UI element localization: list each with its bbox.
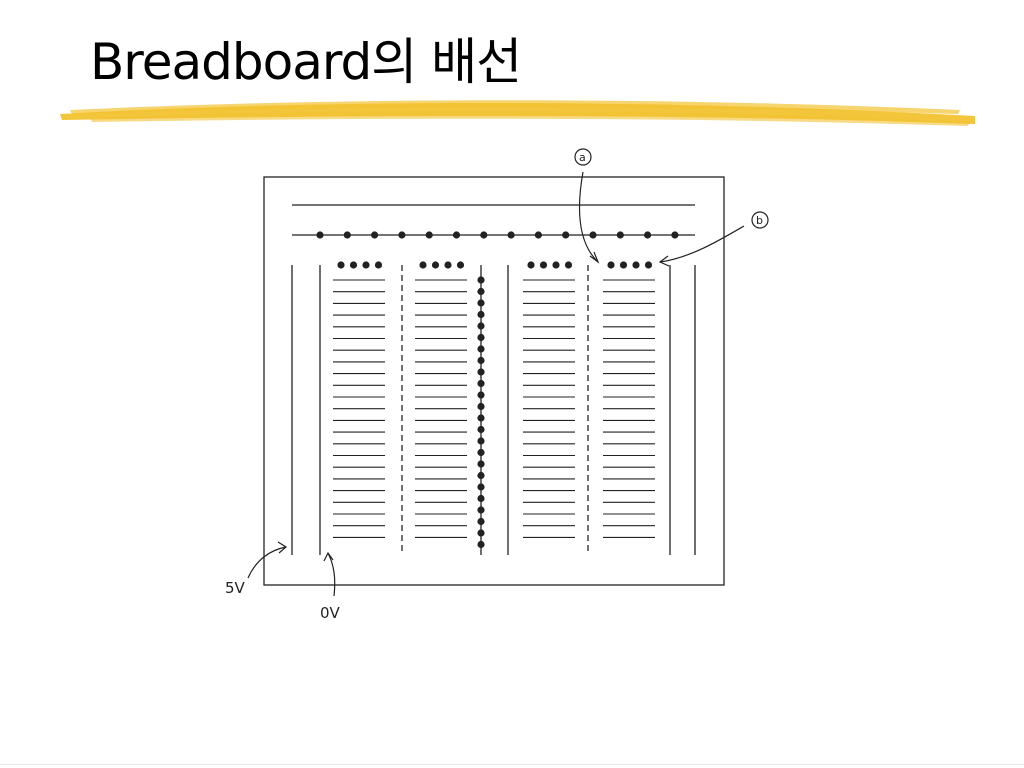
footer-divider <box>0 764 1024 765</box>
column-hole <box>477 276 485 284</box>
column-hole <box>477 322 485 330</box>
column-hole <box>477 299 485 307</box>
label-b: b <box>756 214 763 227</box>
arrow-5v-head <box>277 541 288 554</box>
rail-hole <box>589 231 597 239</box>
rail-hole <box>562 231 570 239</box>
arrow-0v <box>327 552 336 597</box>
rail-hole <box>644 231 652 239</box>
strip-hole <box>564 261 573 269</box>
column-hole <box>477 494 485 503</box>
rail-hole <box>425 231 433 239</box>
rail-hole <box>671 231 679 239</box>
column-hole <box>477 310 485 319</box>
label-a: a <box>579 151 586 164</box>
strip-hole <box>552 261 560 269</box>
arrow-0v-head <box>323 551 334 562</box>
arrow-a-head <box>589 251 600 264</box>
arrow-b-head <box>658 255 670 267</box>
arrow-5v <box>247 546 287 579</box>
column-hole <box>477 368 485 376</box>
rail-hole <box>616 231 624 239</box>
rail-hole <box>507 231 515 239</box>
strip-hole <box>607 261 615 269</box>
strip-hole <box>349 261 358 269</box>
column-hole <box>477 471 485 480</box>
column-hole <box>477 529 485 537</box>
rail-hole <box>534 231 543 239</box>
column-hole <box>477 345 485 353</box>
strip-hole <box>362 261 370 269</box>
strip-hole <box>539 261 548 269</box>
column-hole <box>477 425 485 434</box>
rail-hole <box>371 231 379 239</box>
strip-hole <box>632 261 640 269</box>
column-hole <box>477 356 485 365</box>
rail-hole <box>398 231 406 239</box>
column-hole <box>477 540 485 549</box>
column-hole <box>477 402 485 411</box>
title-underline-brush <box>60 100 975 126</box>
column-hole <box>477 391 485 399</box>
rail-hole <box>452 231 461 239</box>
strip-hole <box>444 261 452 269</box>
board-outline <box>263 176 725 586</box>
strip-hole <box>431 261 440 269</box>
rail-hole <box>343 231 351 239</box>
label-5v: 5V <box>225 579 246 597</box>
arrow-a <box>578 171 599 263</box>
strip-hole <box>419 261 427 269</box>
strip-hole <box>527 261 535 269</box>
column-hole <box>477 333 485 342</box>
column-hole <box>477 506 485 514</box>
strip-hole <box>644 261 653 269</box>
column-hole <box>477 414 485 422</box>
strip-hole <box>374 261 383 269</box>
column-hole <box>477 287 485 296</box>
slide-title: Breadboard의 배선 <box>90 33 522 91</box>
strip-hole <box>619 261 628 269</box>
column-hole <box>477 379 485 388</box>
label-a-circle <box>574 148 592 166</box>
column-hole <box>477 448 485 457</box>
label-b-circle <box>751 211 769 229</box>
column-hole <box>477 460 485 468</box>
rail-hole <box>480 231 488 239</box>
arrow-b <box>659 225 745 263</box>
label-0v: 0V <box>320 604 341 622</box>
strip-hole <box>337 261 345 269</box>
strip-hole <box>456 261 465 269</box>
column-hole <box>477 517 485 526</box>
column-hole <box>477 437 485 445</box>
column-hole <box>477 483 485 491</box>
rail-hole <box>316 231 324 239</box>
